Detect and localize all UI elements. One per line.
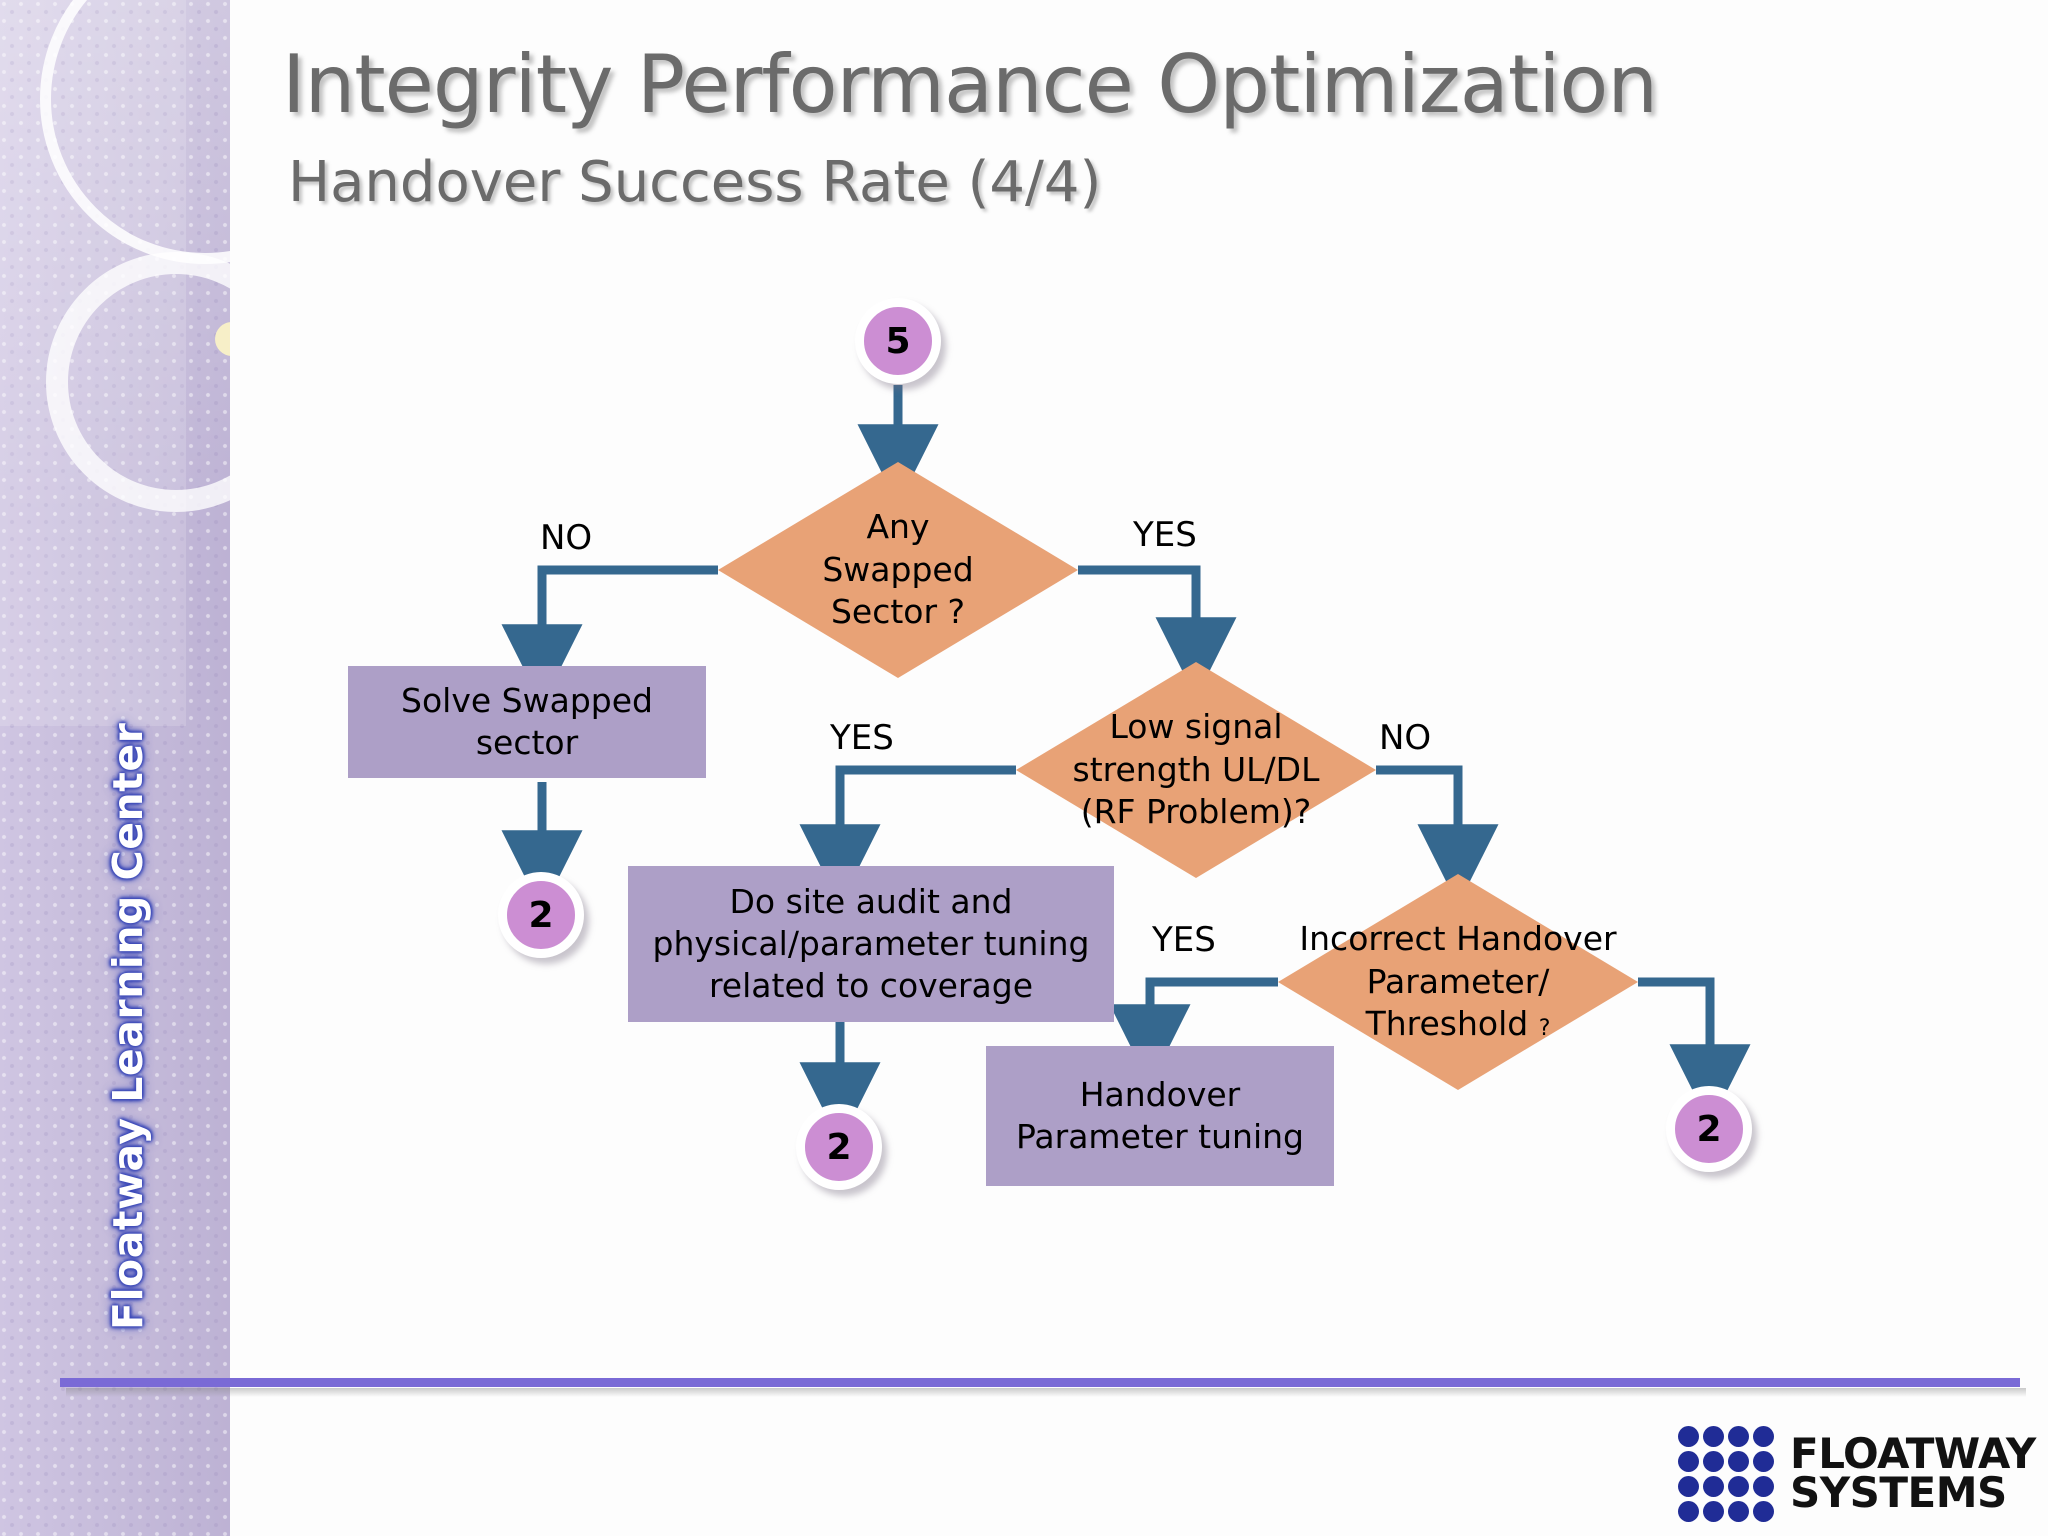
logo-line-2: SYSTEMS [1790, 1468, 2007, 1517]
audit-line1: Do site audit and [729, 881, 1013, 921]
decorative-dot-yellow-icon [215, 322, 230, 356]
floatway-systems-logo: FLOATWAY SYSTEMS [1678, 1426, 2036, 1522]
solve-line2: sector [475, 723, 579, 762]
edge-d2-yes [799, 765, 1016, 906]
node-start-5[interactable]: 5 [855, 298, 941, 384]
audit-line3: related to coverage [708, 966, 1034, 1006]
node-start-5-label: 5 [885, 320, 911, 362]
node-decision-any-swapped-sector[interactable]: Any Swapped Sector ? [718, 462, 1078, 678]
hoparam-line2: Parameter tuning [1016, 1117, 1304, 1156]
node-end-2-c-label: 2 [1696, 1108, 1722, 1150]
node-end-2-b-label: 2 [826, 1126, 852, 1168]
edge-label-d2-yes: YES [830, 718, 894, 758]
hoparam-line1: Handover [1079, 1074, 1241, 1114]
edge-d1-no [501, 565, 718, 706]
edge-label-d1-yes: YES [1133, 515, 1197, 555]
solve-line1: Solve Swapped [401, 680, 653, 720]
edge-d3-to-end2c [1638, 977, 1751, 1126]
node-process-handover-parameter-tuning[interactable]: Handover Parameter tuning [986, 1046, 1334, 1186]
diamond-shape [1016, 662, 1376, 878]
left-sidebar: Floatway Learning Center [0, 0, 230, 1536]
edge-label-d1-no: NO [540, 518, 593, 558]
edge-d2-no [1376, 765, 1499, 906]
node-process-do-site-audit[interactable]: Do site audit and physical/parameter tun… [628, 866, 1114, 1022]
node-end-2-a[interactable]: 2 [498, 872, 584, 958]
logo-line-1: FLOATWAY [1790, 1429, 2036, 1479]
edge-label-d2-no: NO [1379, 718, 1432, 758]
logo-wordmark: FLOATWAY SYSTEMS [1790, 1429, 2036, 1517]
edge-d3-yes [1109, 977, 1278, 1086]
diamond-shape [718, 462, 1078, 678]
page-subtitle: Handover Success Rate (4/4) [288, 150, 1102, 215]
audit-line2: physical/parameter tuning [652, 923, 1090, 963]
node-end-2-a-label: 2 [528, 894, 554, 936]
node-decision-low-signal-strength[interactable]: Low signal strength UL/DL (RF Problem)? [1016, 662, 1376, 878]
node-end-2-c[interactable]: 2 [1666, 1086, 1752, 1172]
edge-d1-yes [1078, 565, 1237, 699]
logo-dot-grid-icon [1678, 1426, 1774, 1522]
bottom-rule-shadow [66, 1388, 2026, 1397]
node-end-2-b[interactable]: 2 [796, 1104, 882, 1190]
edge-label-d3-yes: YES [1152, 920, 1216, 960]
page-title: Integrity Performance Optimization [282, 38, 1658, 131]
node-process-solve-swapped-sector[interactable]: Solve Swapped sector [348, 666, 706, 778]
bottom-rule [60, 1378, 2020, 1387]
